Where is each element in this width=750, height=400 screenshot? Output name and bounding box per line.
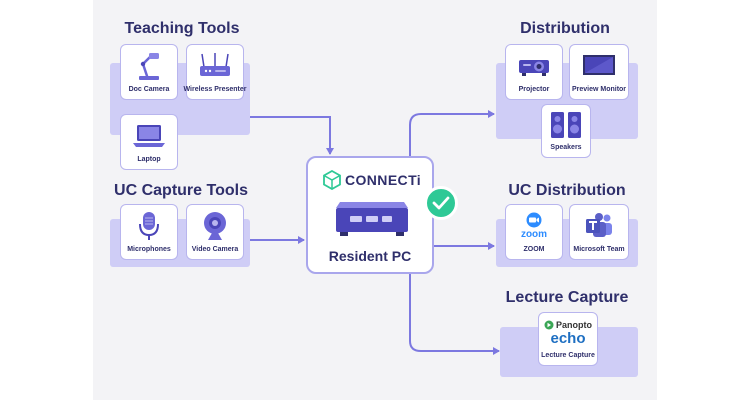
preview-monitor-label: Preview Monitor <box>571 86 627 93</box>
card-microsoft-team[interactable]: Microsoft Team <box>569 204 629 260</box>
card-speakers[interactable]: Speakers <box>541 104 591 158</box>
speakers-icon <box>542 105 590 144</box>
video-camera-label: Video Camera <box>191 246 239 253</box>
microphone-icon <box>121 205 177 246</box>
monitor-icon <box>570 45 628 86</box>
projector-icon <box>506 45 562 86</box>
mini-pc-icon <box>336 202 408 236</box>
webcam-icon <box>187 205 243 246</box>
projector-label: Projector <box>518 86 550 93</box>
uc-capture-tools-title: UC Capture Tools <box>114 182 248 199</box>
doc-camera-icon <box>121 45 177 86</box>
laptop-label: Laptop <box>137 156 161 163</box>
resident-pc-hub[interactable]: CONNECTi Resident PC <box>306 156 434 274</box>
speakers-label: Speakers <box>550 144 582 151</box>
microphones-label: Microphones <box>127 246 171 253</box>
card-projector[interactable]: Projector <box>505 44 563 100</box>
zoom-icon: zoom <box>506 205 562 246</box>
card-video-camera[interactable]: Video Camera <box>186 204 244 260</box>
microsoft-team-label: Microsoft Team <box>573 246 625 253</box>
check-circle-icon <box>424 186 458 220</box>
microsoft-teams-icon <box>570 205 628 246</box>
connecti-cube-icon <box>323 170 341 190</box>
card-doc-camera[interactable]: Doc Camera <box>120 44 178 100</box>
card-preview-monitor[interactable]: Preview Monitor <box>569 44 629 100</box>
uc-distribution-title: UC Distribution <box>508 182 626 199</box>
teaching-tools-title: Teaching Tools <box>124 20 240 37</box>
card-wireless-presenter[interactable]: Wireless Presenter <box>183 44 247 100</box>
card-lecture-capture[interactable]: Panopto echo Lecture Capture <box>538 312 598 366</box>
lecture-capture-title: Lecture Capture <box>505 289 629 306</box>
wireless-presenter-icon <box>187 45 243 86</box>
panopto-echo-icon: Panopto echo <box>539 313 597 352</box>
wireless-presenter-label: Wireless Presenter <box>183 86 247 93</box>
connecti-brand: CONNECTi <box>345 172 422 188</box>
laptop-icon <box>121 115 177 156</box>
card-laptop[interactable]: Laptop <box>120 114 178 170</box>
lecture-capture-label: Lecture Capture <box>541 352 595 359</box>
connecti-logo: CONNECTi <box>322 170 421 190</box>
resident-pc-title: Resident PC <box>328 248 412 264</box>
zoom-label: ZOOM <box>523 246 545 253</box>
zoom-logo-text: zoom <box>520 228 548 240</box>
card-zoom[interactable]: zoom ZOOM <box>505 204 563 260</box>
echo-logo-text: echo <box>550 329 586 347</box>
panopto-logo-text: Panopto <box>556 319 592 330</box>
distribution-title: Distribution <box>520 20 610 37</box>
card-microphones[interactable]: Microphones <box>120 204 178 260</box>
doc-camera-label: Doc Camera <box>128 86 170 93</box>
panopto-mark-icon <box>544 320 554 329</box>
